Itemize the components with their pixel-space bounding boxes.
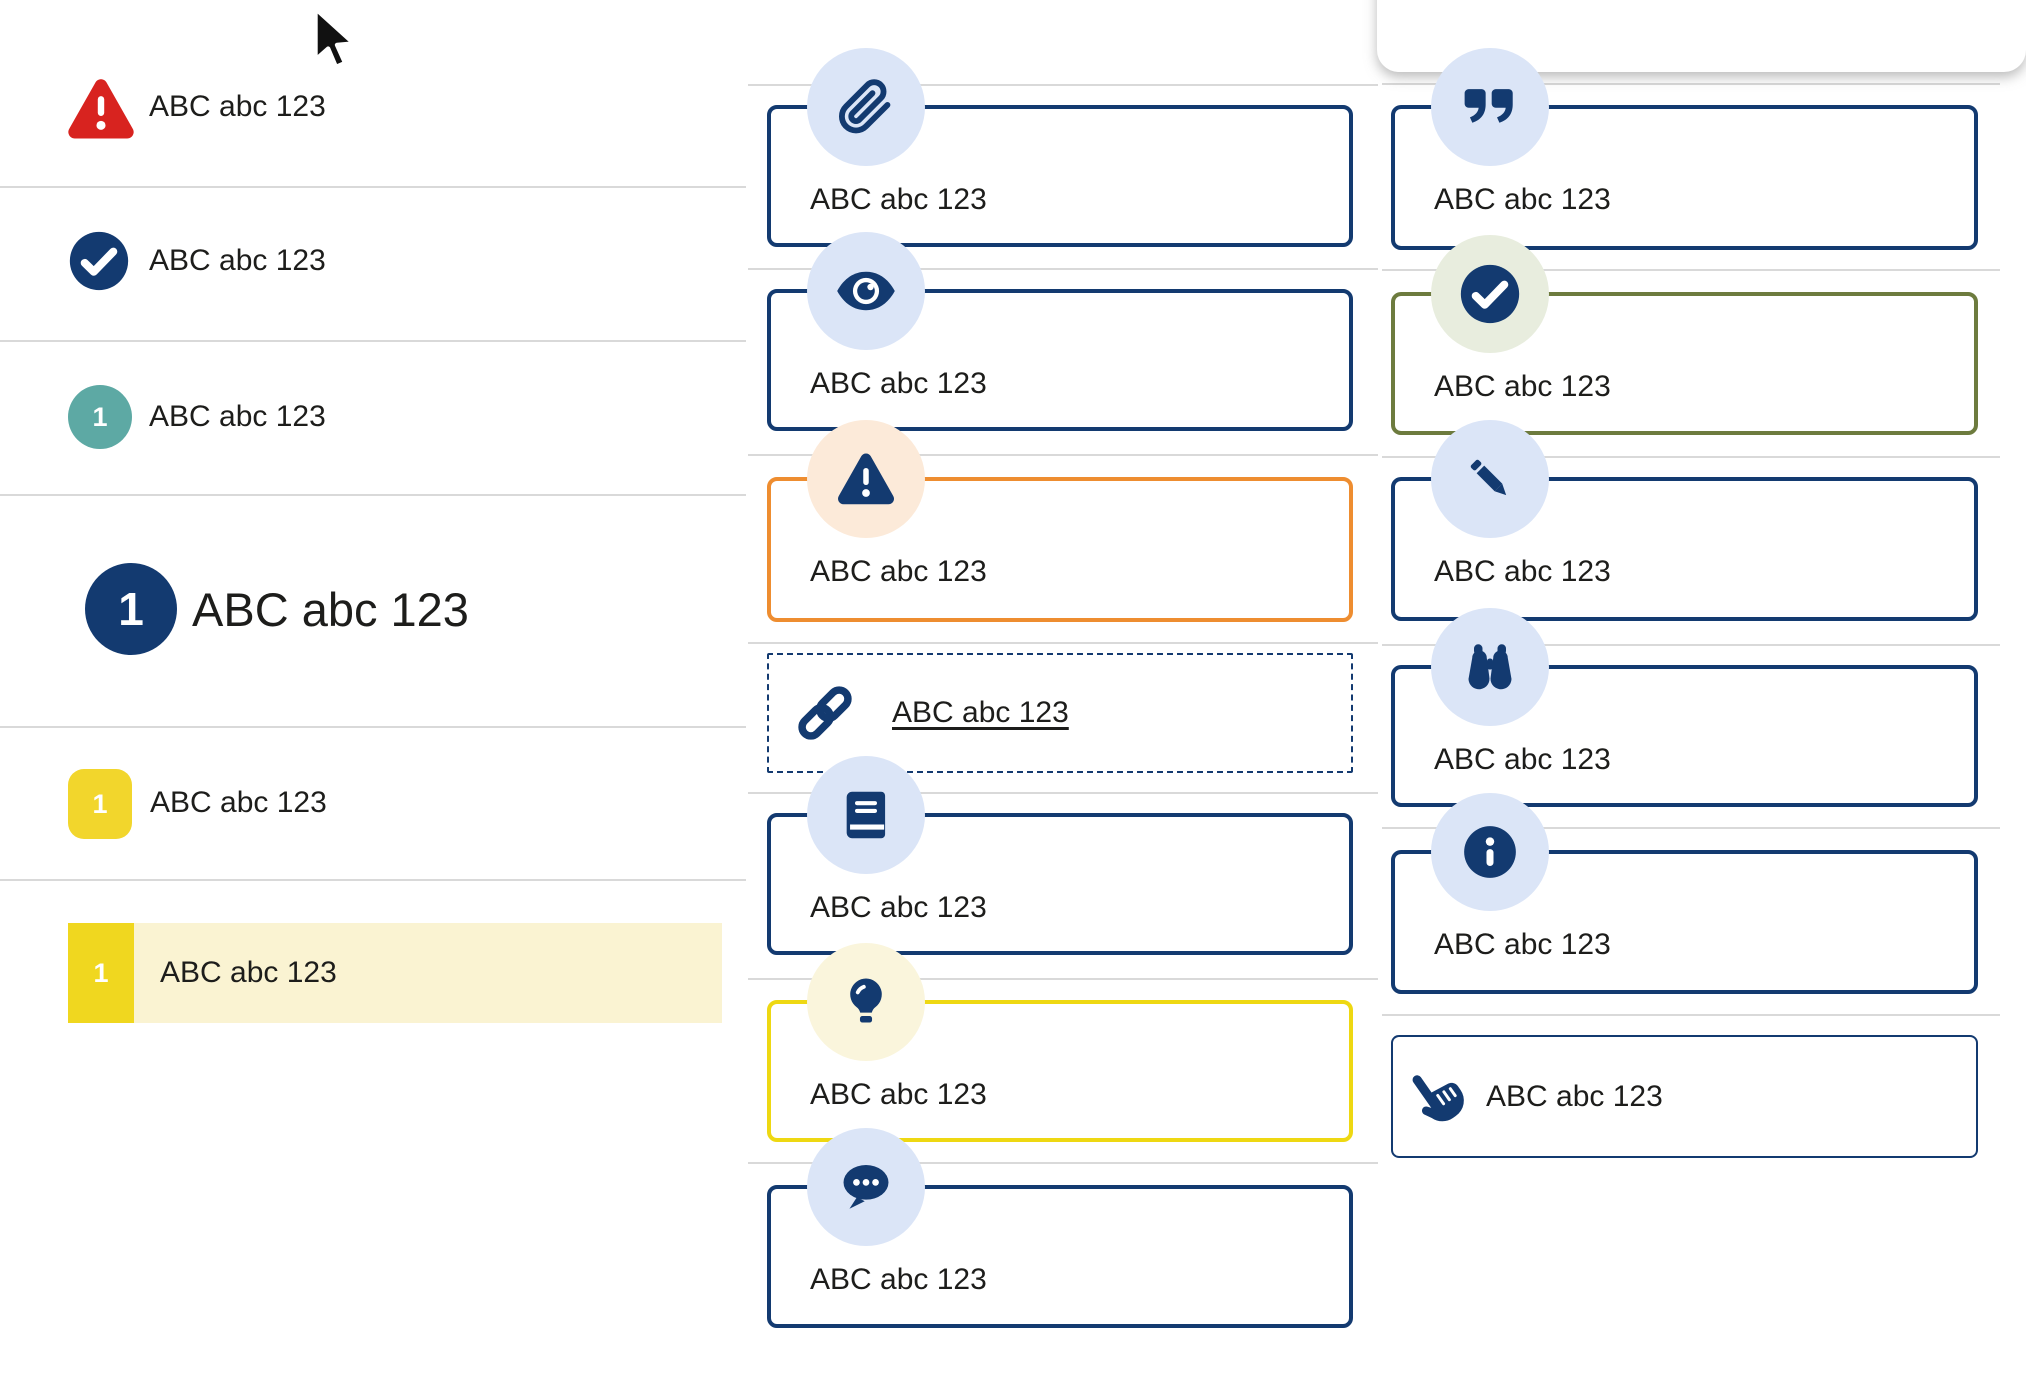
callout-label: ABC abc 123	[1434, 555, 1611, 588]
list-item-icon	[66, 74, 136, 144]
number-badge: 1	[68, 385, 132, 449]
callout-box-link	[767, 653, 1353, 773]
callout-badge	[1431, 420, 1549, 538]
callout-label: ABC abc 123	[810, 891, 987, 924]
list-item-label: ABC abc 123	[149, 400, 326, 433]
callout-label: ABC abc 123	[810, 555, 987, 588]
pencil-icon	[1470, 459, 1507, 496]
warning-triangle-icon	[838, 453, 894, 505]
list-item-label: ABC abc 123	[149, 244, 326, 277]
callout-inline-icon	[1400, 1063, 1468, 1131]
callout-label: ABC abc 123	[810, 367, 987, 400]
callout-inline-icon	[793, 681, 857, 745]
callout-badge	[807, 943, 925, 1061]
book-icon	[846, 791, 886, 839]
callout-box-hand-pointer	[1391, 1035, 1978, 1158]
check-circle-icon	[69, 231, 129, 291]
link-icon	[798, 686, 852, 740]
check-circle-icon	[1460, 264, 1520, 324]
callout-label: ABC abc 123	[1486, 1079, 1663, 1113]
divider	[1382, 456, 2000, 458]
number-badge: 1	[68, 769, 132, 839]
callout-label: ABC abc 123	[1434, 183, 1611, 216]
callout-label: ABC abc 123	[1434, 928, 1611, 961]
number-badge: 1	[85, 563, 177, 655]
list-item-label: ABC abc 123	[150, 786, 327, 819]
callout-box-quote	[1391, 105, 1978, 250]
number-badge: 1	[68, 923, 134, 1023]
callout-link[interactable]: ABC abc 123	[892, 696, 1069, 729]
number-badge-value: 1	[93, 957, 109, 988]
divider	[748, 792, 1378, 794]
list-item-label: ABC abc 123	[160, 956, 337, 989]
callout-box-paperclip	[767, 105, 1353, 247]
callout-label: ABC abc 123	[1434, 743, 1611, 776]
divider	[1382, 1014, 2000, 1016]
list-item-label: ABC abc 123	[149, 90, 326, 123]
number-badge-value: 1	[92, 401, 108, 432]
callout-badge	[1431, 48, 1549, 166]
info-icon	[1464, 826, 1516, 878]
callout-badge	[807, 232, 925, 350]
warning-triangle-icon	[68, 79, 134, 139]
chat-icon	[843, 1165, 889, 1209]
paperclip-icon	[838, 79, 891, 134]
divider	[1382, 827, 2000, 829]
quote-icon	[1464, 89, 1513, 123]
divider	[1382, 83, 2000, 85]
divider	[748, 978, 1378, 980]
divider	[0, 494, 746, 496]
number-badge-value: 1	[118, 583, 144, 635]
divider	[748, 642, 1378, 644]
callout-label: ABC abc 123	[810, 183, 987, 216]
callout-badge	[1431, 235, 1549, 353]
callout-badge	[807, 420, 925, 538]
highlight-strip	[68, 923, 722, 1023]
divider	[748, 84, 1378, 86]
callout-label: ABC abc 123	[810, 1078, 987, 1111]
binoculars-icon	[1468, 644, 1512, 690]
divider	[748, 268, 1378, 270]
eye-icon	[837, 271, 895, 311]
callout-badge	[807, 48, 925, 166]
mouse-cursor-icon	[297, 2, 369, 74]
callout-label: ABC abc 123	[1434, 370, 1611, 403]
hand-pointer-icon	[1412, 1074, 1464, 1121]
divider	[0, 340, 746, 342]
list-item-label: ABC abc 123	[192, 583, 469, 636]
number-badge-value: 1	[92, 788, 108, 819]
divider	[1382, 269, 2000, 271]
callout-badge	[1431, 608, 1549, 726]
divider	[0, 726, 746, 728]
divider	[748, 1162, 1378, 1164]
lightbulb-icon	[850, 978, 882, 1023]
callout-badge	[807, 1128, 925, 1246]
divider	[0, 186, 746, 188]
divider	[0, 879, 746, 881]
callout-badge	[807, 756, 925, 874]
callout-badge	[1431, 793, 1549, 911]
divider	[1382, 644, 2000, 646]
divider	[748, 454, 1378, 456]
callout-label: ABC abc 123	[810, 1263, 987, 1296]
list-item-icon	[66, 228, 132, 294]
